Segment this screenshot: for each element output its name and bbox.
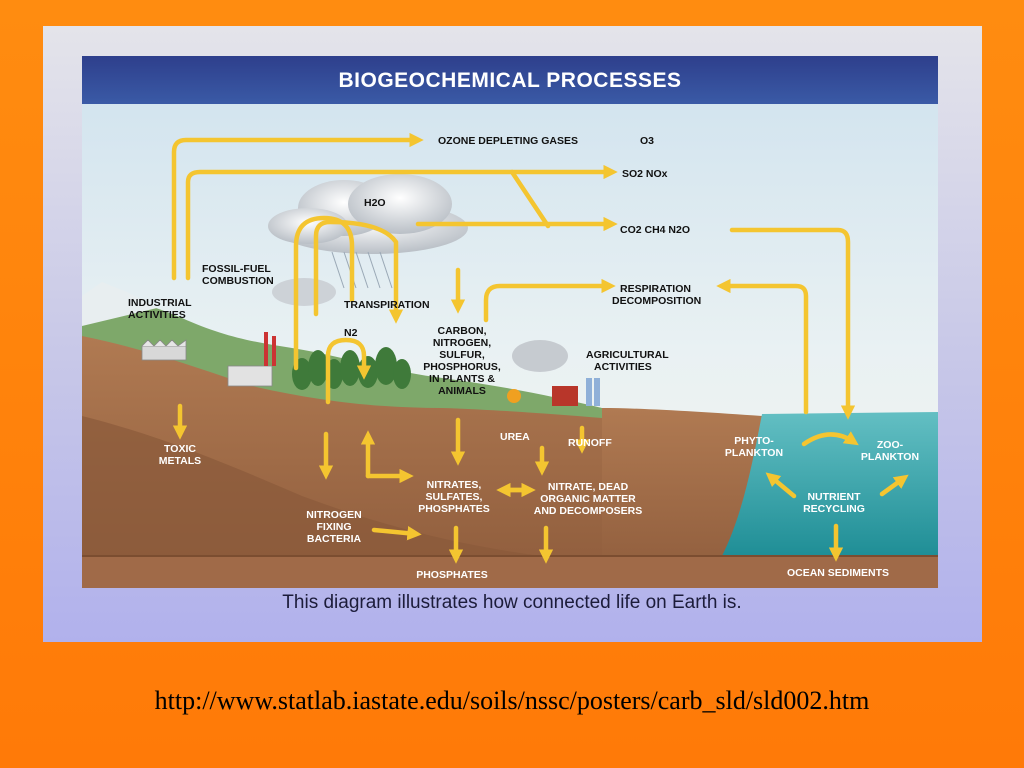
label-nitrogen-fixing-line-3: BACTERIA xyxy=(307,533,362,545)
label-nitrate-dead-line-2: ORGANIC MATTER xyxy=(540,493,636,505)
farm-smoke xyxy=(512,340,568,372)
label-ocean-sediments: OCEAN SEDIMENTS xyxy=(787,567,889,579)
label-zoo-plankton: PLANKTON xyxy=(861,451,919,463)
label-carbon-line-1: CARBON, xyxy=(438,325,487,337)
label-toxic: TOXIC xyxy=(164,443,196,455)
label-industrial-line-1: INDUSTRIAL xyxy=(128,297,192,309)
biogeochemical-diagram: BIOGEOCHEMICAL PROCESSES xyxy=(82,56,938,588)
label-co2-ch4-n2o: CO2 CH4 N2O xyxy=(620,224,690,236)
cloud xyxy=(268,174,468,254)
deep-soil xyxy=(82,416,762,588)
label-n2: N2 xyxy=(344,327,358,339)
label-carbon-line-2: NITROGEN, xyxy=(433,337,491,349)
label-h2o: H2O xyxy=(364,197,386,209)
label-metals: METALS xyxy=(159,455,201,467)
label-agricultural-line-1: AGRICULTURAL xyxy=(586,349,669,361)
label-carbon-line-6: ANIMALS xyxy=(438,385,486,397)
farm xyxy=(507,378,600,406)
label-carbon-line-3: SULFUR, xyxy=(439,349,485,361)
rain xyxy=(331,251,393,289)
label-o3: O3 xyxy=(640,135,654,147)
ocean-floor xyxy=(82,556,938,588)
label-urea: UREA xyxy=(500,431,530,443)
factory-smoke xyxy=(272,278,336,306)
label-phosphates: PHOSPHATES xyxy=(416,569,488,581)
label-ozone-depleting-gases: OZONE DEPLETING GASES xyxy=(438,135,578,147)
label-nutrient: NUTRIENT xyxy=(807,491,861,503)
label-nitrates-line-1: NITRATES, xyxy=(427,479,482,491)
process-arrows xyxy=(171,132,909,564)
diagram-caption: This diagram illustrates how connected l… xyxy=(282,592,742,613)
label-nitrate-dead-line-3: AND DECOMPOSERS xyxy=(534,505,643,517)
label-phyto: PHYTO- xyxy=(734,435,774,447)
label-carbon-line-5: IN PLANTS & xyxy=(429,373,495,385)
label-fossil-fuel-line-2: COMBUSTION xyxy=(202,275,274,287)
mountain xyxy=(82,282,157,326)
label-phyto-plankton: PLANKTON xyxy=(725,447,783,459)
label-agricultural-line-2: ACTIVITIES xyxy=(594,361,652,373)
diagram-title: BIOGEOCHEMICAL PROCESSES xyxy=(339,69,682,92)
label-carbon-line-4: PHOSPHORUS, xyxy=(423,361,501,373)
label-recycling: RECYCLING xyxy=(803,503,865,515)
ocean xyxy=(722,412,938,556)
label-industrial-line-2: ACTIVITIES xyxy=(128,309,186,321)
label-zoo: ZOO- xyxy=(877,439,904,451)
label-nitrate-dead-line-1: NITRATE, DEAD xyxy=(548,481,629,493)
title-bar xyxy=(82,56,938,104)
label-fossil-fuel-line-1: FOSSIL-FUEL xyxy=(202,263,271,275)
source-url[interactable]: http://www.statlab.iastate.edu/soils/nss… xyxy=(154,686,870,715)
label-nitrogen-fixing-line-1: NITROGEN xyxy=(306,509,361,521)
label-so2-nox: SO2 NOx xyxy=(622,168,668,180)
label-respiration: RESPIRATION xyxy=(620,283,691,295)
label-decomposition: DECOMPOSITION xyxy=(612,295,701,307)
label-nitrates-line-2: SULFATES, xyxy=(426,491,483,503)
label-runoff: RUNOFF xyxy=(568,437,612,449)
label-nitrates-line-3: PHOSPHATES xyxy=(418,503,490,515)
label-nitrogen-fixing-line-2: FIXING xyxy=(316,521,351,533)
label-transpiration: TRANSPIRATION xyxy=(344,299,430,311)
industrial-buildings xyxy=(141,332,276,387)
